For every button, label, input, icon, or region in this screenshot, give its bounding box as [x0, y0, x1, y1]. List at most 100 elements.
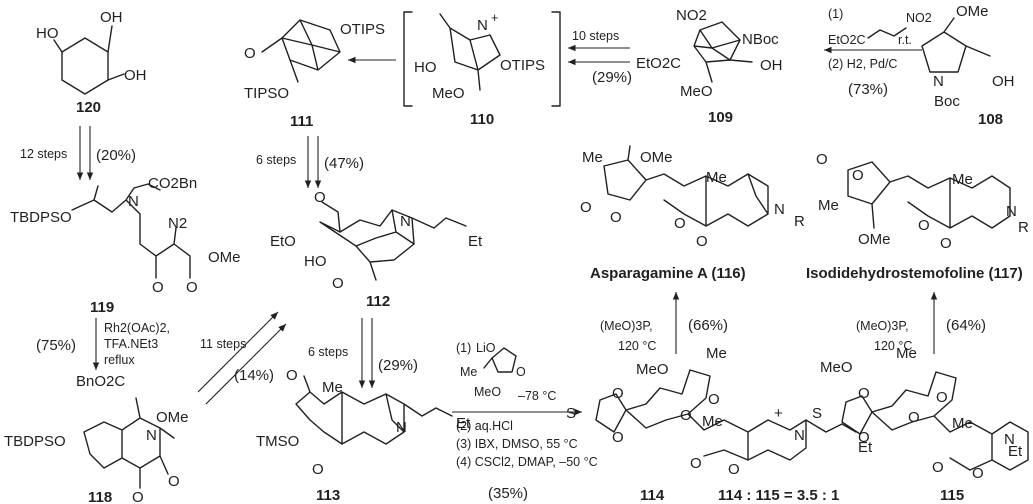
- group-meo: MeO: [636, 361, 669, 378]
- compound-number: 115: [940, 487, 964, 504]
- group-meo: MeO: [432, 85, 465, 102]
- condition-temp: 120 °C: [618, 339, 656, 353]
- reagent-phosphite: (MeO)3P,: [856, 319, 909, 333]
- group-ring-o: O: [612, 429, 624, 446]
- group-ome: OMe: [858, 231, 891, 248]
- step-count: 11 steps: [200, 337, 246, 351]
- reagent-enolate-lio: LiO: [476, 341, 496, 355]
- group-me: Me: [582, 149, 603, 166]
- reaction-yield: (14%): [234, 367, 274, 384]
- group-amide-o: O: [168, 473, 180, 490]
- reaction-yield: (64%): [946, 317, 986, 334]
- group-me: Me: [706, 345, 727, 362]
- group-et: Et: [456, 415, 471, 432]
- reagent-phosphite: (MeO)3P,: [600, 319, 653, 333]
- compound-number: 114: [640, 487, 665, 504]
- compound-108: OMe N Boc OH 108: [921, 3, 1015, 128]
- step-2: (2) aq.HCl: [456, 419, 513, 433]
- group-n: N: [1006, 203, 1017, 220]
- group-nitro: NO2: [676, 7, 707, 24]
- compound-120: HO OH OH 120: [36, 9, 147, 116]
- step-4: (4) CSCl2, DMAP, –50 °C: [456, 455, 598, 469]
- step-count: 6 steps: [308, 345, 348, 359]
- reaction-108-to-109: (1) EtO2C NO2 r.t. (2) H2, Pd/C (73%): [824, 7, 932, 98]
- group-tmso: TMSO: [256, 433, 299, 450]
- condition-temp: –78 °C: [518, 389, 556, 403]
- group-ester-o: O: [186, 279, 198, 296]
- reagent-additive: TFA.NEt3: [104, 337, 158, 351]
- group-ome: OMe: [208, 249, 241, 266]
- group-oh: OH: [760, 57, 783, 74]
- reaction-113-to-114-115: (1) LiO Me O MeO –78 °C (2) aq.HCl (3) I…: [452, 341, 598, 502]
- group-ring-o: O: [852, 167, 864, 184]
- compound-109: NO2 NBoc EtO2C OH MeO 109: [636, 7, 783, 126]
- reaction-111-to-112: 6 steps (47%): [256, 136, 364, 188]
- group-ring-o: O: [728, 461, 740, 478]
- compound-110: N + HO OTIPS MeO 110: [403, 11, 561, 128]
- group-ring-o: O: [696, 233, 708, 250]
- compound-number: 111: [290, 113, 313, 130]
- plus-sign: +: [774, 405, 783, 422]
- group-oxo: O: [244, 45, 256, 62]
- compound-115: MeO Me O S O O O Me N O O Et 115: [812, 345, 1029, 504]
- charge-plus: +: [491, 11, 498, 25]
- group-et: Et: [1008, 443, 1023, 460]
- group-ring-o: O: [674, 215, 686, 232]
- group-n2: N2: [168, 215, 187, 232]
- compound-117: O Me O OMe Me N R O O Isodidehydrostemof…: [806, 151, 1029, 282]
- step-3: (3) IBX, DMSO, 55 °C: [456, 437, 578, 451]
- compound-number: 109: [708, 109, 733, 126]
- reaction-yield: (47%): [324, 155, 364, 172]
- compound-112: EtO O N HO O Et 112: [270, 189, 483, 310]
- group-tbdpso: TBDPSO: [10, 209, 72, 226]
- group-me: Me: [322, 379, 343, 396]
- group-meo: MeO: [680, 83, 713, 100]
- reagent-me: Me: [460, 365, 477, 379]
- group-keto-o: O: [132, 489, 144, 504]
- group-ho: HO: [304, 253, 327, 270]
- group-lactone-o: O: [708, 391, 720, 408]
- natural-product-name: Asparagamine A (116): [590, 265, 746, 282]
- group-ring-o: O: [610, 209, 622, 226]
- reaction-arrow: [197, 311, 279, 393]
- compound-number: 108: [978, 111, 1003, 128]
- reaction-yield: (35%): [488, 485, 528, 502]
- group-n: N: [396, 419, 407, 436]
- reaction-109-to-110: 10 steps (29%): [568, 29, 632, 86]
- group-ring-o: O: [312, 461, 324, 478]
- compound-116: Me OMe O O Me N R O O Asparagamine A (11…: [580, 145, 805, 282]
- reaction-yield: (29%): [378, 357, 418, 374]
- compound-113: O Me TMSO N O Et 113: [256, 367, 471, 504]
- group-n: N: [794, 427, 805, 444]
- reaction-112-to-113: 6 steps (29%): [308, 318, 418, 388]
- reaction-yield: (75%): [36, 337, 76, 354]
- compound-number: 110: [470, 111, 494, 128]
- reagent-ring-o: O: [516, 365, 526, 379]
- group-carbonyl-o: O: [314, 189, 326, 206]
- compound-number: 112: [366, 293, 390, 310]
- group-otips: OTIPS: [340, 21, 385, 38]
- reaction-119-to-118: Rh2(OAc)2, TFA.NEt3 reflux (75%): [36, 318, 170, 370]
- group-bno2c: BnO2C: [76, 373, 125, 390]
- group-me: Me: [702, 413, 723, 430]
- group-me: Me: [952, 415, 973, 432]
- group-ring-o: O: [332, 275, 344, 292]
- compound-118: BnO2C OMe TBDPSO N O O 118: [4, 373, 189, 504]
- group-lactone-o: O: [936, 389, 948, 406]
- step-label: (1): [828, 7, 843, 21]
- natural-product-name: Isodidehydrostemofoline (117): [806, 265, 1023, 282]
- group-ring-o: O: [690, 455, 702, 472]
- group-ome: OMe: [156, 409, 189, 426]
- group-ring-o: O: [612, 385, 624, 402]
- group-n: N: [1004, 431, 1015, 448]
- reagent-meo: MeO: [474, 385, 501, 399]
- group-ring-o: O: [908, 409, 920, 426]
- group-ring-o: O: [858, 429, 870, 446]
- compound-number: 113: [316, 487, 340, 504]
- group-ring-o: O: [932, 459, 944, 476]
- reaction-arrow: [205, 323, 287, 405]
- group-tbdpso: TBDPSO: [4, 433, 66, 450]
- group-r: R: [794, 213, 805, 230]
- reagent-h2: (2) H2, Pd/C: [828, 57, 897, 71]
- group-n: N: [933, 73, 944, 90]
